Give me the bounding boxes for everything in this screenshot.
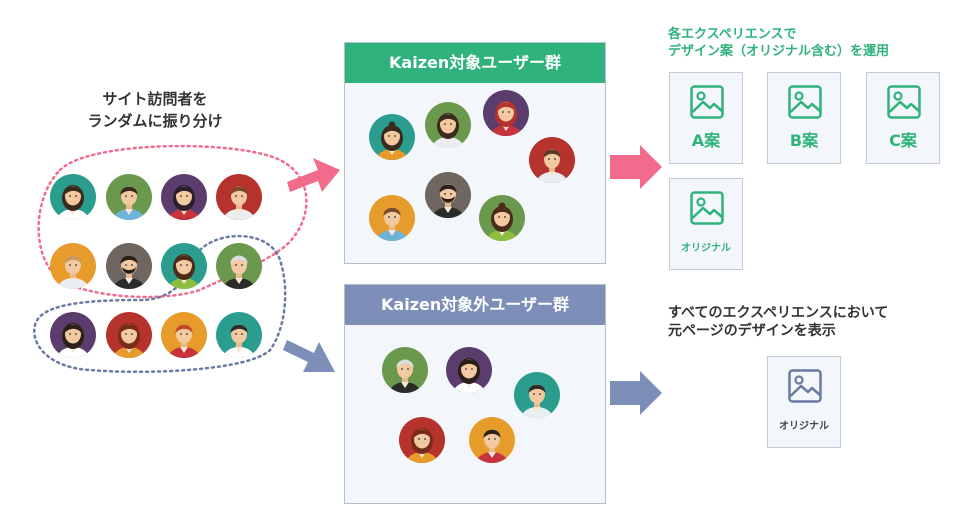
person-avatar-icon xyxy=(106,174,152,220)
person-avatar-icon xyxy=(369,114,415,160)
person-avatar-icon xyxy=(483,90,529,136)
variant-label: オリジナル xyxy=(681,243,731,254)
arrow-to-variants xyxy=(610,145,662,189)
original-caption-line1: すべてのエクスペリエンスにおいて xyxy=(668,305,889,321)
person-avatar-icon xyxy=(479,195,525,241)
image-icon xyxy=(690,191,724,225)
visitor-heading: サイト訪問者を ランダムに振り分け xyxy=(40,88,270,132)
variants-caption-line1: 各エクスペリエンスで xyxy=(668,27,797,42)
visitor-heading-line1: サイト訪問者を xyxy=(102,90,208,108)
variant-card-c: C案 xyxy=(866,72,940,164)
original-card: オリジナル xyxy=(767,356,841,448)
nontarget-panel-title: Kaizen対象外ユーザー群 xyxy=(345,285,605,325)
person-avatar-icon xyxy=(399,417,445,463)
person-avatar-icon xyxy=(529,137,575,183)
arrow-to-target xyxy=(287,158,340,192)
person-avatar-icon xyxy=(216,174,262,220)
variant-card-b: B案 xyxy=(767,72,841,164)
person-avatar-icon xyxy=(216,243,262,289)
person-avatar-icon xyxy=(514,372,560,418)
person-avatar-icon xyxy=(161,174,207,220)
person-avatar-icon xyxy=(161,243,207,289)
original-caption-line2: 元ページのデザインを表示 xyxy=(668,323,836,339)
target-panel-title: Kaizen対象ユーザー群 xyxy=(345,43,605,83)
person-avatar-icon xyxy=(106,312,152,358)
person-avatar-icon xyxy=(382,347,428,393)
visitor-heading-line2: ランダムに振り分け xyxy=(87,112,223,130)
person-avatar-icon xyxy=(446,347,492,393)
person-avatar-icon xyxy=(425,172,471,218)
variant-label: B案 xyxy=(789,131,819,150)
original-caption: すべてのエクスペリエンスにおいて 元ページのデザインを表示 xyxy=(668,304,968,340)
arrow-to-original xyxy=(610,371,662,415)
variants-caption-line2: デザイン案（オリジナル含む）を運用 xyxy=(668,44,890,59)
person-avatar-icon xyxy=(161,312,207,358)
image-icon xyxy=(788,85,822,119)
image-icon xyxy=(887,85,921,119)
person-avatar-icon xyxy=(369,195,415,241)
person-avatar-icon xyxy=(469,417,515,463)
person-avatar-icon xyxy=(106,243,152,289)
image-icon xyxy=(788,369,822,403)
person-avatar-icon xyxy=(216,312,262,358)
variant-label: C案 xyxy=(889,131,917,150)
person-avatar-icon xyxy=(50,243,96,289)
nontarget-panel: Kaizen対象外ユーザー群 xyxy=(344,284,606,504)
variants-caption: 各エクスペリエンスで デザイン案（オリジナル含む）を運用 xyxy=(668,26,968,60)
variant-card-original: オリジナル xyxy=(669,178,743,270)
person-avatar-icon xyxy=(50,312,96,358)
variant-label: A案 xyxy=(691,131,721,150)
variant-card-a: A案 xyxy=(669,72,743,164)
original-card-label: オリジナル xyxy=(779,421,829,432)
person-avatar-icon xyxy=(425,102,471,148)
blue-dotted-outline xyxy=(33,234,287,374)
person-avatar-icon xyxy=(50,174,96,220)
image-icon xyxy=(690,85,724,119)
arrow-to-nontarget xyxy=(283,340,335,372)
